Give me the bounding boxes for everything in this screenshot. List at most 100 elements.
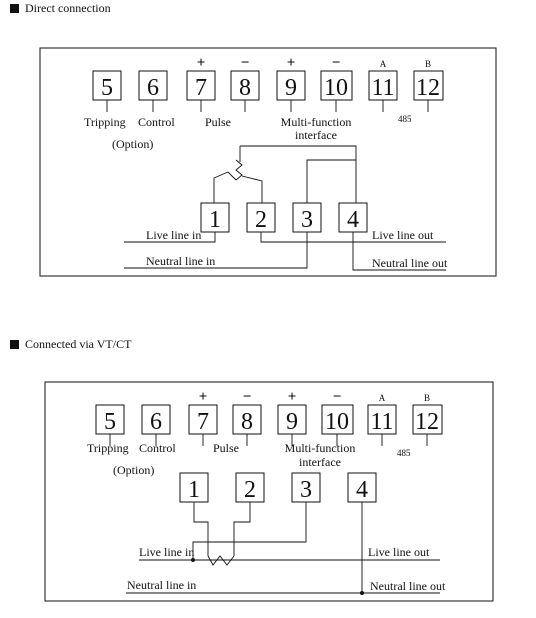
meter-terminal-4-label: 4 (347, 207, 359, 233)
coil-right-lead (241, 175, 263, 203)
live-line-in-wire (124, 232, 216, 243)
minus-sign-8: − (241, 55, 250, 71)
ct-lead-1 (193, 502, 209, 556)
terminal-leads (109, 434, 428, 446)
interface-label: interface (295, 128, 337, 142)
terminal-12-label: 12 (415, 409, 439, 435)
section1-title: Direct connection (25, 1, 111, 15)
meter-terminal-2-label: 2 (244, 477, 256, 503)
section2-heading: Connected via VT/CT (10, 337, 131, 352)
terminal-9-label: 9 (286, 409, 298, 435)
rs485-b-label: B (425, 59, 431, 69)
terminal-12-label: 12 (416, 75, 440, 101)
terminal-6-label: 6 (147, 75, 159, 101)
vt-lead-3 (192, 502, 307, 560)
plus-sign-9: + (288, 389, 297, 405)
neutral-line-in-wire (124, 232, 308, 269)
terminal-12 (413, 70, 444, 101)
section2-title: Connected via VT/CT (25, 337, 132, 351)
terminal-11 (367, 404, 397, 435)
terminal-10-label: 10 (324, 75, 348, 101)
tripping-label: Tripping (87, 441, 129, 455)
tripping-label: Tripping (84, 115, 126, 129)
meter-terminal-3-label: 3 (300, 477, 312, 503)
meter-terminal-2-label: 2 (255, 207, 267, 233)
live-line-out-label: Live line out (372, 228, 434, 242)
live-line-out-wire (260, 232, 446, 243)
terminal-9 (277, 404, 307, 435)
neutral-line-in-label: Neutral line in (146, 254, 215, 268)
terminal-10 (321, 404, 354, 435)
terminal-8-label: 8 (241, 409, 253, 435)
terminal-8-label: 8 (239, 75, 251, 101)
terminal-5 (95, 404, 125, 435)
control-label: Control (139, 441, 176, 455)
plus-sign-7: + (197, 55, 206, 71)
terminal-6 (141, 404, 171, 435)
neutral-line-out-wire (352, 232, 446, 271)
ct-lead-2 (233, 502, 251, 556)
link-terminal-3 (306, 159, 356, 203)
terminal-7-label: 7 (197, 409, 209, 435)
rs485-b-label: B (424, 393, 430, 403)
link-top-to-terminal-4 (240, 145, 357, 203)
terminal-10-label: 10 (325, 409, 349, 435)
control-label: Control (138, 115, 175, 129)
terminal-11-label: 11 (371, 75, 394, 101)
junction-dot-neutral (360, 591, 364, 595)
terminal-5-label: 5 (101, 75, 113, 101)
diagram-vt-ct-connection: 5 6 7 8 9 10 11 12 + − + − A B Tripping … (44, 381, 494, 602)
option-label: (Option) (113, 463, 154, 477)
diagram-direct-connection: 5 6 7 8 9 10 11 12 + − + − A B Tripping … (39, 47, 497, 277)
terminal-8 (232, 404, 262, 435)
pulse-label: Pulse (205, 115, 231, 129)
meter-terminal-1 (179, 472, 209, 503)
meter-terminal-1-label: 1 (209, 207, 221, 233)
diagram1-frame (39, 47, 497, 277)
live-line-out-label: Live line out (368, 545, 430, 559)
meter-terminal-3 (291, 472, 321, 503)
live-line-in-label: Live line in (146, 228, 201, 242)
bullet-square-icon (10, 4, 19, 13)
terminal-12 (412, 404, 443, 435)
coil-left-lead (213, 171, 229, 203)
meter-terminal-1-label: 1 (188, 477, 200, 503)
meter-terminal-3-label: 3 (301, 207, 313, 233)
terminal-11 (368, 70, 398, 101)
option-label: (Option) (112, 137, 153, 151)
neutral-line-in-label: Neutral line in (127, 578, 196, 592)
multi-function-label: Multi-function (281, 115, 352, 129)
terminal-11-label: 11 (370, 409, 393, 435)
minus-sign-10: − (333, 389, 342, 405)
neutral-line-out-label: Neutral line out (370, 579, 446, 593)
plus-sign-7: + (199, 389, 208, 405)
rs485-a-label: A (379, 393, 386, 403)
interface-label: interface (299, 455, 341, 469)
pulse-label: Pulse (213, 441, 239, 455)
terminal-leads (106, 100, 429, 112)
terminal-7 (188, 404, 218, 435)
multi-function-label: Multi-function (285, 441, 356, 455)
coil-bridge (227, 171, 237, 181)
neutral-line-out-label: Neutral line out (372, 256, 448, 270)
terminal-7-label: 7 (195, 75, 207, 101)
terminal-9 (276, 70, 306, 101)
coil-zigzag (235, 159, 243, 181)
meter-terminal-4 (347, 472, 377, 503)
current-transformer-coil (207, 555, 235, 566)
plus-sign-9: + (287, 55, 296, 71)
minus-sign-8: − (243, 389, 252, 405)
terminal-10 (320, 70, 353, 101)
minus-sign-10: − (332, 55, 341, 71)
section1-heading: Direct connection (10, 1, 111, 16)
rs485-label: 485 (397, 448, 411, 458)
terminal-5-label: 5 (104, 409, 116, 435)
terminal-8 (230, 70, 260, 101)
rs485-label: 485 (398, 114, 412, 124)
diagram2-frame (44, 381, 494, 602)
junction-dot-live (191, 558, 195, 562)
live-line-in-label: Live line in (139, 545, 194, 559)
terminal-5 (92, 70, 122, 101)
terminal-9-label: 9 (285, 75, 297, 101)
